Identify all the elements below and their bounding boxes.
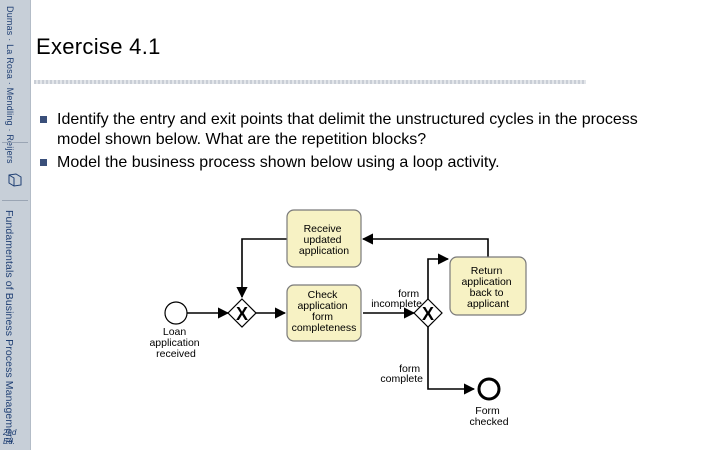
gateway-marker: X (422, 304, 434, 324)
bullet-text: Identify the entry and exit points that … (57, 111, 638, 148)
flow-label-complete: form complete (380, 363, 423, 385)
flow-receive-to-join (236, 238, 287, 299)
sidebar-divider (2, 142, 28, 143)
label-line: application (461, 276, 511, 288)
label-line: Receive (304, 223, 342, 235)
bullet-square-icon (40, 116, 47, 123)
label-line: applicant (467, 298, 509, 310)
task-label: Receive updated application (299, 223, 349, 257)
label-line: received (156, 348, 196, 360)
slide-title: Exercise 4.1 (36, 34, 161, 59)
label-line: Return (471, 265, 503, 277)
flow-complete (427, 327, 476, 395)
label-line: complete (380, 373, 423, 385)
label-line: completeness (292, 322, 357, 334)
task-label: Check application form completeness (292, 289, 357, 334)
sidebar-divider (2, 200, 28, 201)
start-event: Loan application received (149, 301, 202, 360)
bullet-item: Model the business process shown below u… (40, 153, 680, 173)
end-event-label: Form checked (469, 405, 508, 428)
label-line: incomplete (371, 298, 422, 310)
xor-split-gateway: X (413, 298, 443, 328)
label-line: application (149, 337, 199, 349)
label-line: form (398, 288, 419, 300)
sidebar: Dumas · La Rosa · Mendling · Reijers Fun… (0, 0, 31, 450)
label-line: form (399, 363, 420, 375)
book-logo-icon (8, 173, 22, 187)
sidebar-edition: 2nd Ed. (3, 428, 17, 446)
flow-return-to-receive (361, 233, 489, 257)
task-label: Return application back to applicant (461, 265, 514, 310)
task-return-application: Return application back to applicant (449, 256, 527, 316)
end-event: Form checked (469, 377, 509, 428)
label-line: Form (475, 405, 500, 417)
title-rule (34, 80, 586, 84)
label-line: Loan (163, 326, 187, 338)
xor-join-gateway: X (227, 298, 257, 328)
label-line: application (299, 245, 349, 257)
gateway-marker: X (236, 304, 248, 324)
bullet-list: Identify the entry and exit points that … (40, 110, 680, 176)
bullet-item: Identify the entry and exit points that … (40, 110, 680, 150)
task-check-application: Check application form completeness (286, 284, 362, 342)
label-line: Check (308, 289, 339, 301)
flow-label-incomplete: form incomplete (371, 288, 422, 310)
label-line: back to (470, 287, 504, 299)
label-line: updated (304, 234, 342, 246)
bullet-square-icon (40, 159, 47, 166)
label-line: checked (469, 416, 508, 428)
task-receive-application: Receive updated application (286, 209, 362, 268)
label-line: form (312, 311, 333, 323)
start-event-label: Loan application received (149, 326, 202, 360)
flow-incomplete (427, 253, 450, 299)
bullet-text: Model the business process shown below u… (57, 154, 500, 171)
label-line: application (297, 300, 347, 312)
